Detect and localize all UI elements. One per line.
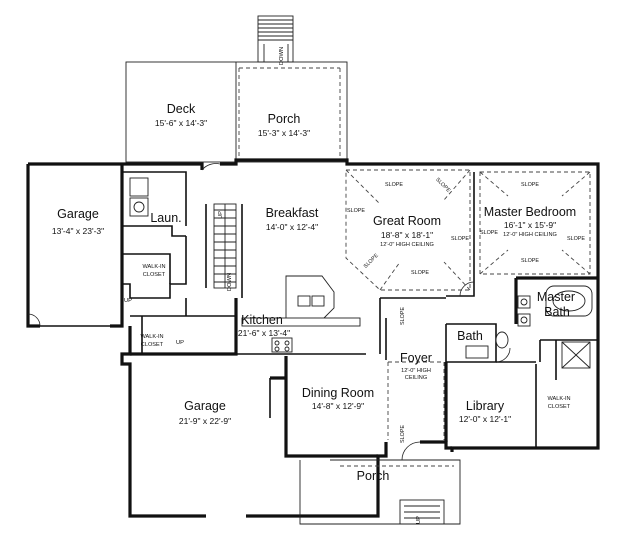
- walk-in-closet-2-line2: CLOSET: [141, 342, 164, 348]
- library-name: Library: [466, 399, 505, 413]
- bath-fixtures: [465, 285, 593, 369]
- interior-stair-down-label: DOWN: [227, 273, 233, 291]
- interior-stair-up-label: UP: [218, 211, 224, 219]
- deck-name: Deck: [167, 102, 196, 116]
- slope-label: SLOPE: [521, 258, 539, 264]
- foyer-ceiling-1: 12'-0" HIGH: [401, 368, 431, 374]
- master-bedroom-ceiling: 12'-0" HIGH CEILING: [503, 232, 557, 238]
- front-stair-up-label: UP: [416, 516, 422, 524]
- room-labels: Deck 15'-6" x 14'-3" Porch 15'-3" x 14'-…: [52, 102, 576, 483]
- breakfast-dim: 14'-0" x 12'-4": [266, 222, 318, 232]
- ceiling-outlines: [345, 169, 591, 440]
- laundry-name: Laun.: [150, 211, 181, 225]
- garage-main-up-label: UP: [176, 340, 184, 346]
- bath-name: Bath: [457, 329, 483, 343]
- front-porch: UP: [299, 459, 461, 525]
- up-markers: UP UP: [124, 298, 184, 346]
- kitchen-name: Kitchen: [241, 313, 283, 327]
- garage-left-up-label: UP: [124, 298, 132, 304]
- slope-label: SLOPE: [567, 236, 585, 242]
- walk-in-closet-3-line1: WALK-IN: [547, 396, 570, 402]
- slope-label: SLOPE: [480, 230, 498, 236]
- rear-stair-treads: [258, 19, 293, 41]
- kitchen-dim: 21'-6" x 13'-4": [238, 328, 290, 338]
- laundry-fixtures: [129, 177, 149, 217]
- master-bath-name-2: Bath: [544, 305, 570, 319]
- garage-main-dim: 21'-9" x 22'-9": [179, 416, 231, 426]
- interior-walls: UP DOWN: [122, 171, 598, 458]
- slope-label: SLOPE: [385, 182, 403, 188]
- slope-label: SLOPE: [521, 182, 539, 188]
- porch-rear-dim: 15'-3" x 14'-3": [258, 128, 310, 138]
- breakfast-name: Breakfast: [266, 206, 319, 220]
- slope-label: SLOPE: [451, 236, 469, 242]
- slope-label: SLOPE: [411, 270, 429, 276]
- garage-main-name: Garage: [184, 399, 226, 413]
- dining-room-name: Dining Room: [302, 386, 374, 400]
- walk-in-closet-3-line2: CLOSET: [548, 404, 571, 410]
- slope-label: SLOPE: [363, 253, 380, 270]
- great-room-dim: 18'-8" x 18'-1": [381, 230, 433, 240]
- master-bedroom-dim: 16'-1" x 15'-9": [504, 220, 556, 230]
- dining-room-dim: 14'-8" x 12'-9": [312, 401, 364, 411]
- doors: [27, 163, 511, 461]
- rear-deck-porch: DOWN: [125, 15, 348, 163]
- garage-left-name: Garage: [57, 207, 99, 221]
- walk-in-closet-1-line2: CLOSET: [143, 272, 166, 278]
- kitchen-fixtures: [241, 275, 361, 353]
- library-dim: 12'-0" x 12'-1": [459, 414, 511, 424]
- foyer-ceiling-2: CEILING: [405, 375, 427, 381]
- master-bath-name-1: Master: [537, 290, 575, 304]
- closet-labels: WALK-IN CLOSET WALK-IN CLOSET WALK-IN CL…: [140, 264, 570, 410]
- rear-stair-down-label: DOWN: [279, 47, 285, 65]
- great-room-ceiling: 12'-0" HIGH CEILING: [380, 242, 434, 248]
- slope-label: SLOPE: [434, 177, 451, 194]
- garage-left-dim: 13'-4" x 23'-3": [52, 226, 104, 236]
- slope-label: SLOPE: [400, 307, 406, 325]
- exterior-walls: [26, 158, 600, 518]
- porch-front-name: Porch: [357, 469, 390, 483]
- porch-rear-name: Porch: [268, 112, 301, 126]
- deck-dim: 15'-6" x 14'-3": [155, 118, 207, 128]
- walk-in-closet-2-line1: WALK-IN: [140, 334, 163, 340]
- great-room-name: Great Room: [373, 214, 441, 228]
- master-bedroom-name: Master Bedroom: [484, 205, 576, 219]
- walk-in-closet-1-line1: WALK-IN: [142, 264, 165, 270]
- slope-label: SLOPE: [400, 425, 406, 443]
- slope-label: SLOPE: [347, 208, 365, 214]
- foyer-name: Foyer: [400, 351, 432, 365]
